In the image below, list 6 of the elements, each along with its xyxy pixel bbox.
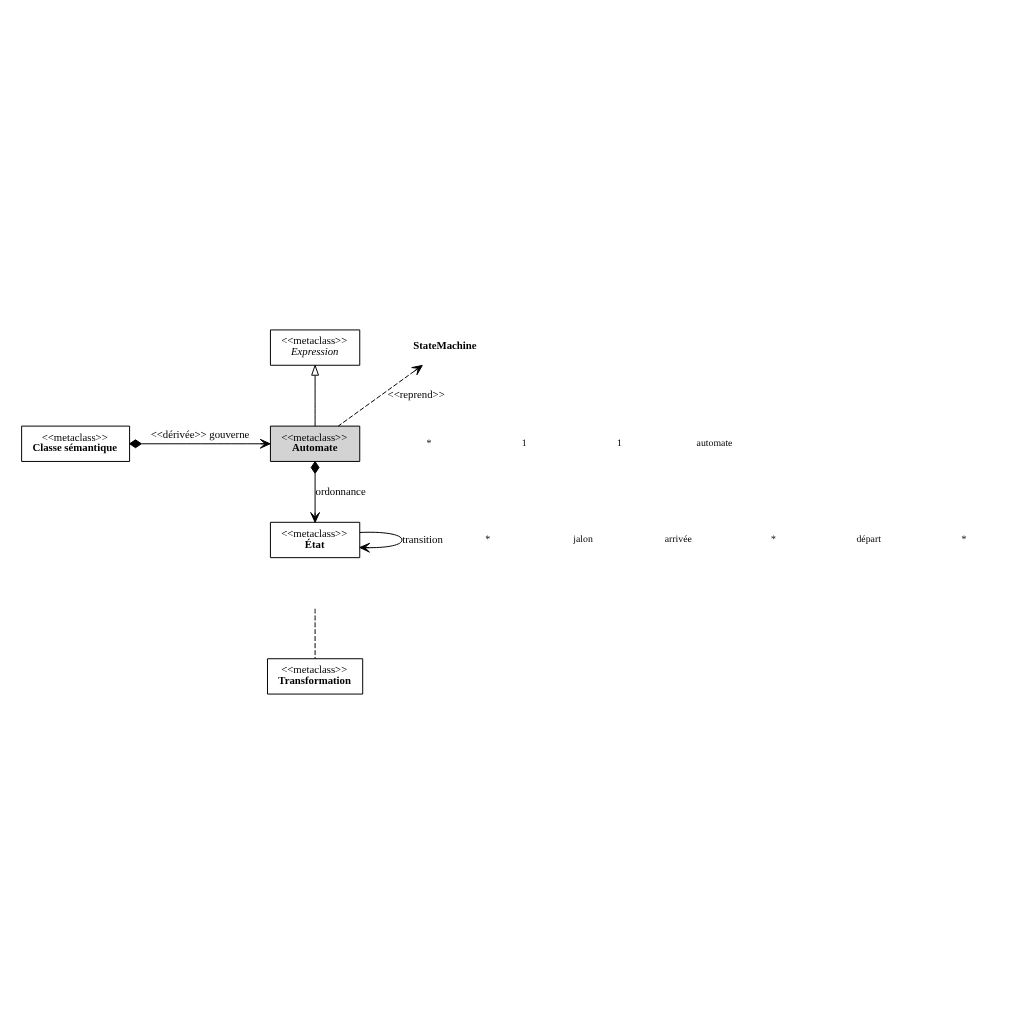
connector bbox=[314, 608, 316, 660]
arrow bbox=[359, 531, 403, 553]
arrow bbox=[337, 364, 423, 427]
arrow bbox=[129, 438, 271, 449]
arrow bbox=[311, 364, 319, 427]
arrow bbox=[310, 461, 320, 523]
